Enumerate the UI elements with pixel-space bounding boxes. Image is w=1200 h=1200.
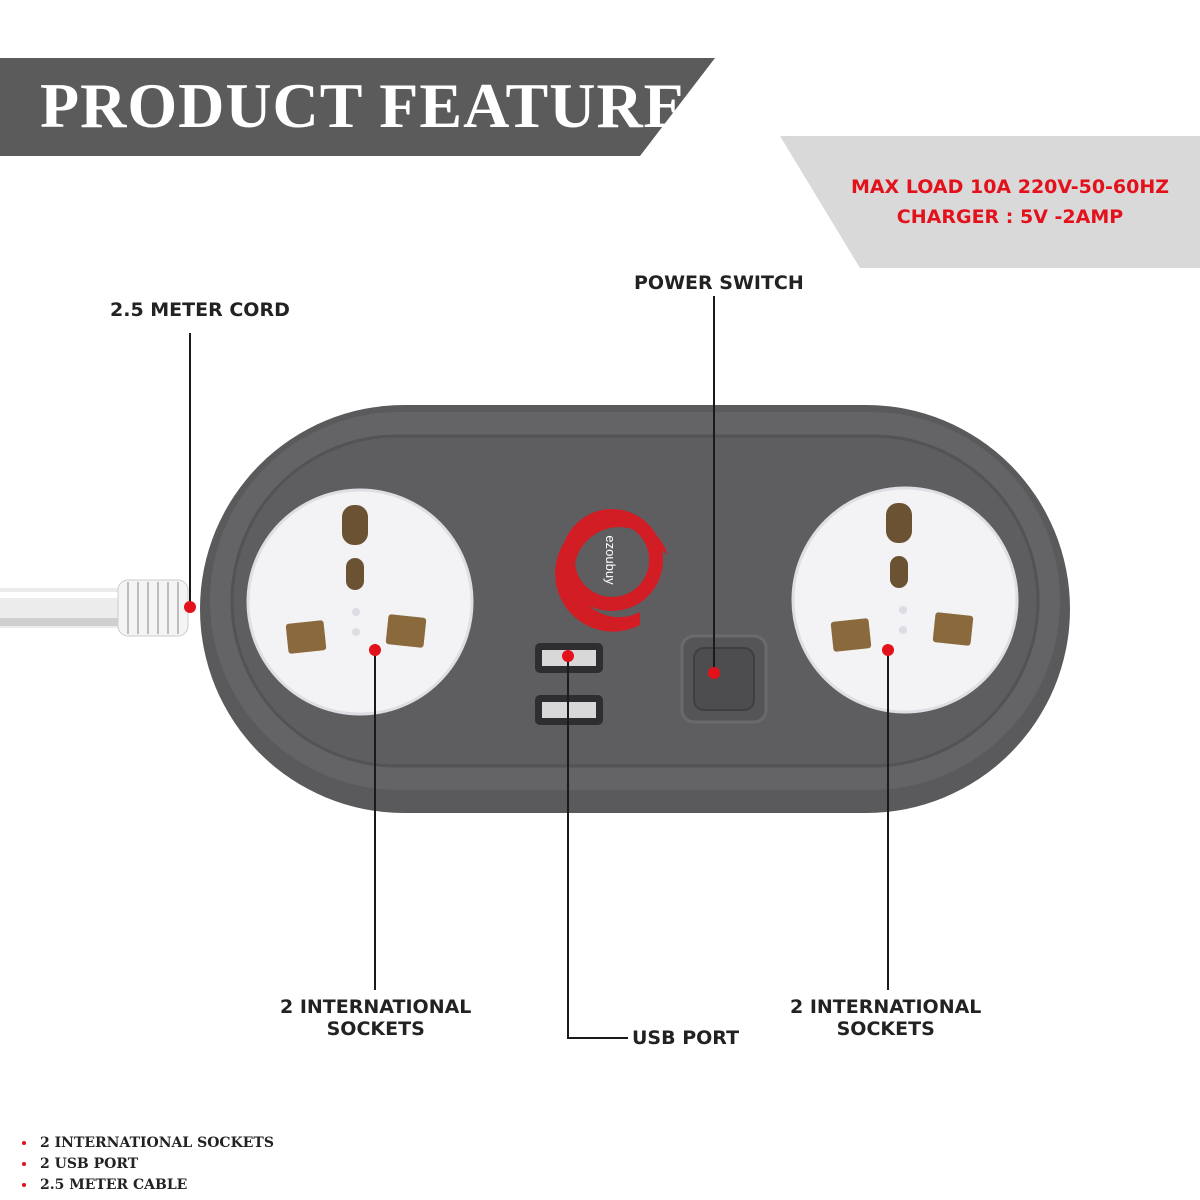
left-socket bbox=[246, 488, 474, 716]
bullet-icon bbox=[22, 1183, 26, 1187]
feature-text: 2.5 METER CABLE bbox=[40, 1177, 188, 1193]
spec-box bbox=[780, 136, 1200, 268]
right-sockets-label-line2: SOCKETS bbox=[836, 1018, 935, 1040]
feature-item: 2 USB PORT bbox=[20, 1154, 274, 1175]
power-cord bbox=[0, 579, 189, 637]
right-sockets-label-line1: 2 INTERNATIONAL bbox=[790, 996, 982, 1018]
logo-text: ezoubuy bbox=[603, 535, 618, 585]
right-sockets-label: 2 INTERNATIONAL SOCKETS bbox=[790, 996, 981, 1040]
cord-label: 2.5 METER CORD bbox=[110, 299, 290, 321]
feature-item: 2.5 METER CABLE bbox=[20, 1175, 274, 1196]
callout-dots bbox=[184, 601, 894, 679]
callout-lines bbox=[189, 296, 889, 1039]
spec-max-load: MAX LOAD 10A 220V-50-60HZ bbox=[850, 176, 1170, 198]
brand-logo: ezoubuy bbox=[555, 509, 668, 632]
spec-text: MAX LOAD 10A 220V-50-60HZ CHARGER : 5V -… bbox=[820, 172, 1200, 232]
feature-text: 2 INTERNATIONAL SOCKETS bbox=[40, 1135, 274, 1151]
left-sockets-label-line1: 2 INTERNATIONAL bbox=[280, 996, 472, 1018]
right-socket bbox=[791, 486, 1019, 714]
feature-list: 2 INTERNATIONAL SOCKETS 2 USB PORT 2.5 M… bbox=[20, 1133, 274, 1196]
spec-charger: CHARGER : 5V -2AMP bbox=[896, 206, 1124, 228]
page-title: PRODUCT FEATURE bbox=[40, 70, 688, 141]
bullet-icon bbox=[22, 1141, 26, 1145]
power-switch-label: POWER SWITCH bbox=[634, 272, 804, 294]
bullet-icon bbox=[22, 1162, 26, 1166]
feature-item: 2 INTERNATIONAL SOCKETS bbox=[20, 1133, 274, 1154]
left-sockets-label: 2 INTERNATIONAL SOCKETS bbox=[280, 996, 471, 1040]
left-sockets-label-line2: SOCKETS bbox=[326, 1018, 425, 1040]
usb-port-label: USB PORT bbox=[632, 1027, 740, 1049]
feature-text: 2 USB PORT bbox=[40, 1156, 139, 1172]
power-switch-button bbox=[680, 634, 768, 724]
title-banner bbox=[0, 58, 715, 156]
